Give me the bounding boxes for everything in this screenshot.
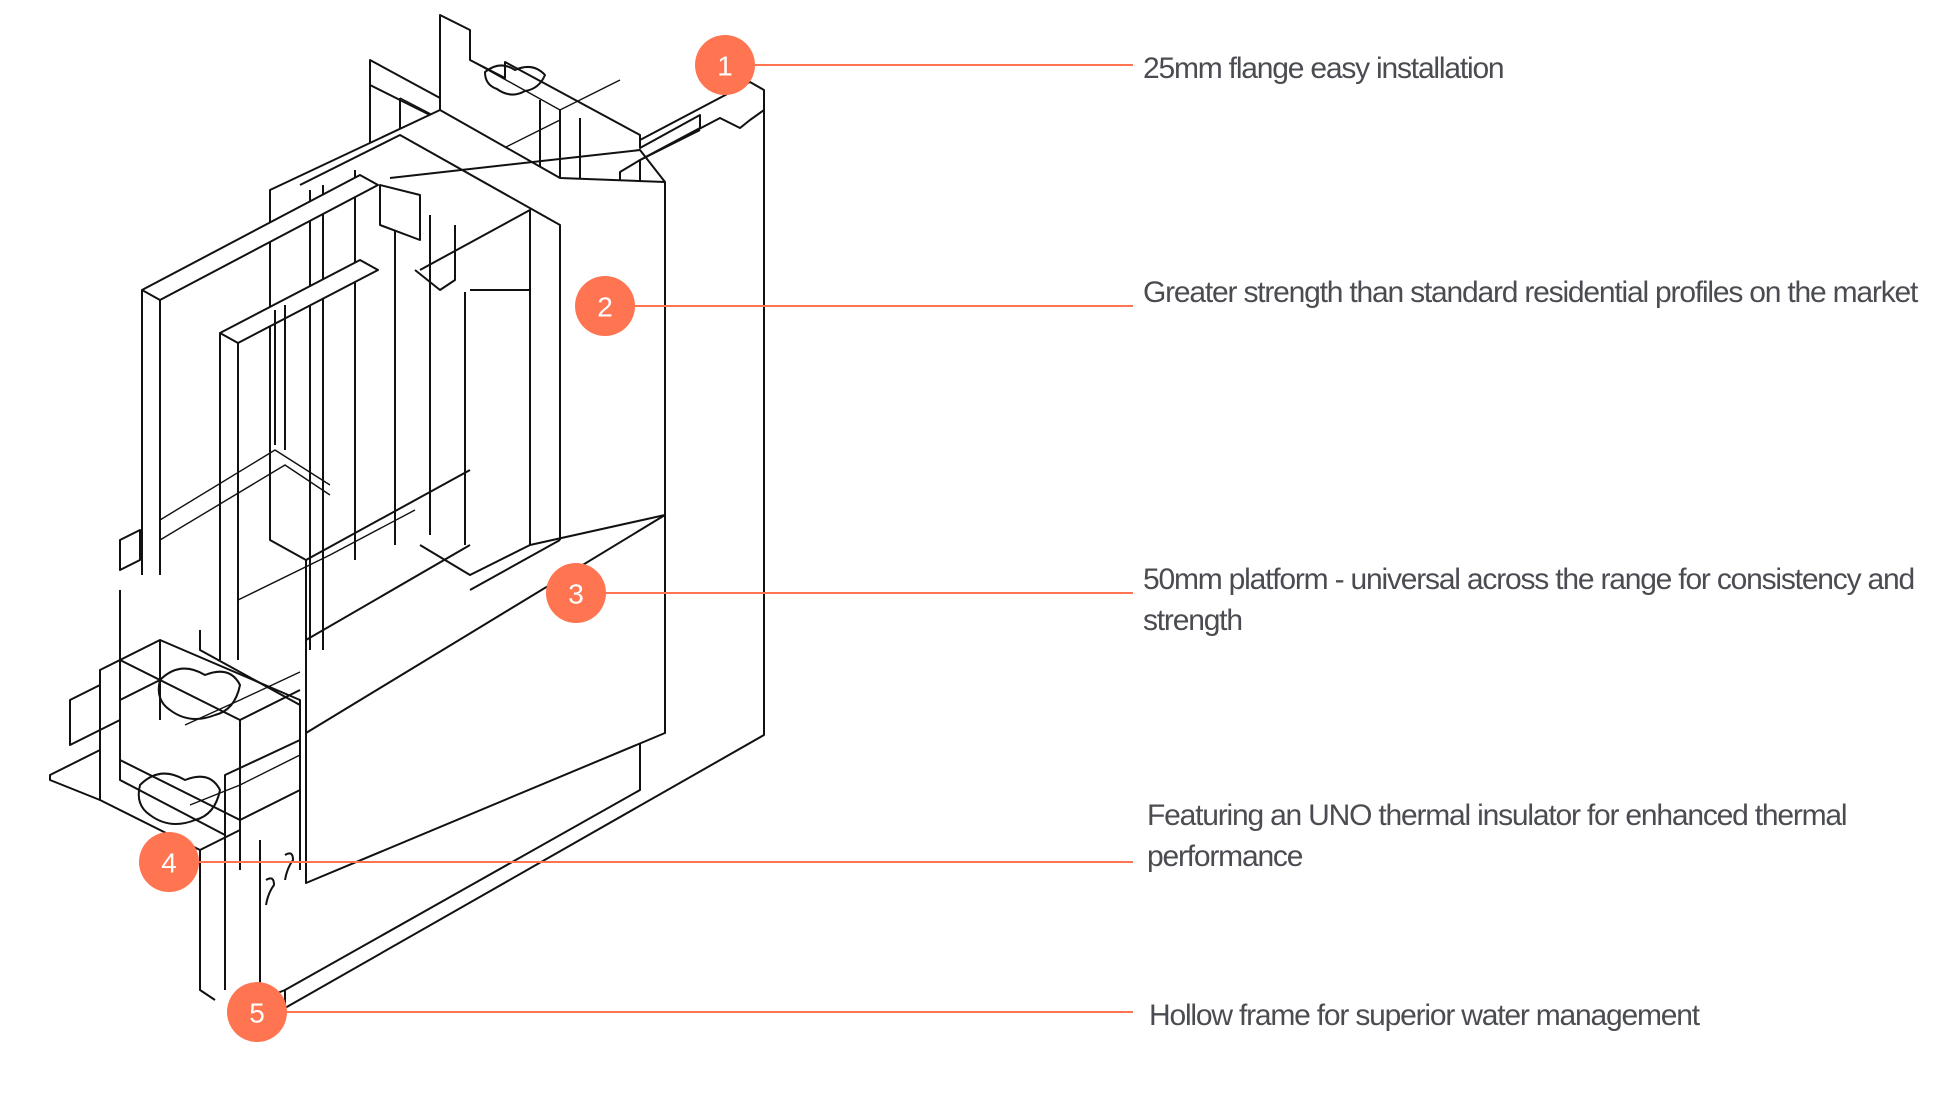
sill-profile: [49, 529, 301, 1001]
marker-number-3: 3: [568, 579, 584, 610]
callout-4: 4: [139, 832, 1133, 892]
callout-2: 2: [575, 276, 1133, 336]
callout-label-2: Greater strength than standard residenti…: [1143, 276, 1918, 309]
marker-number-1: 1: [717, 51, 733, 82]
callout-3: 3: [546, 563, 1133, 623]
window-profile-drawing: [49, 14, 765, 1009]
inner-frame: [269, 109, 666, 884]
marker-3: [546, 563, 606, 623]
callout-1: 1: [695, 35, 1133, 95]
marker-5: [227, 982, 287, 1042]
marker-number-5: 5: [249, 998, 265, 1029]
marker-4: [139, 832, 199, 892]
callout-5: 5: [227, 982, 1133, 1042]
marker-number-4: 4: [161, 848, 177, 879]
top-chamber-profile: [369, 14, 701, 219]
marker-number-2: 2: [597, 292, 613, 323]
callout-label-1: 25mm flange easy installation: [1143, 52, 1505, 85]
marker-1: [695, 35, 755, 95]
callout-label-4: Featuring an UNO thermal insulator for e…: [1147, 799, 1848, 873]
callout-label-5: Hollow frame for superior water manageme…: [1149, 999, 1700, 1032]
marker-2: [575, 276, 635, 336]
glazing-panels: [141, 174, 416, 660]
callout-label-3: 50mm platform - universal across the ran…: [1143, 563, 1915, 637]
